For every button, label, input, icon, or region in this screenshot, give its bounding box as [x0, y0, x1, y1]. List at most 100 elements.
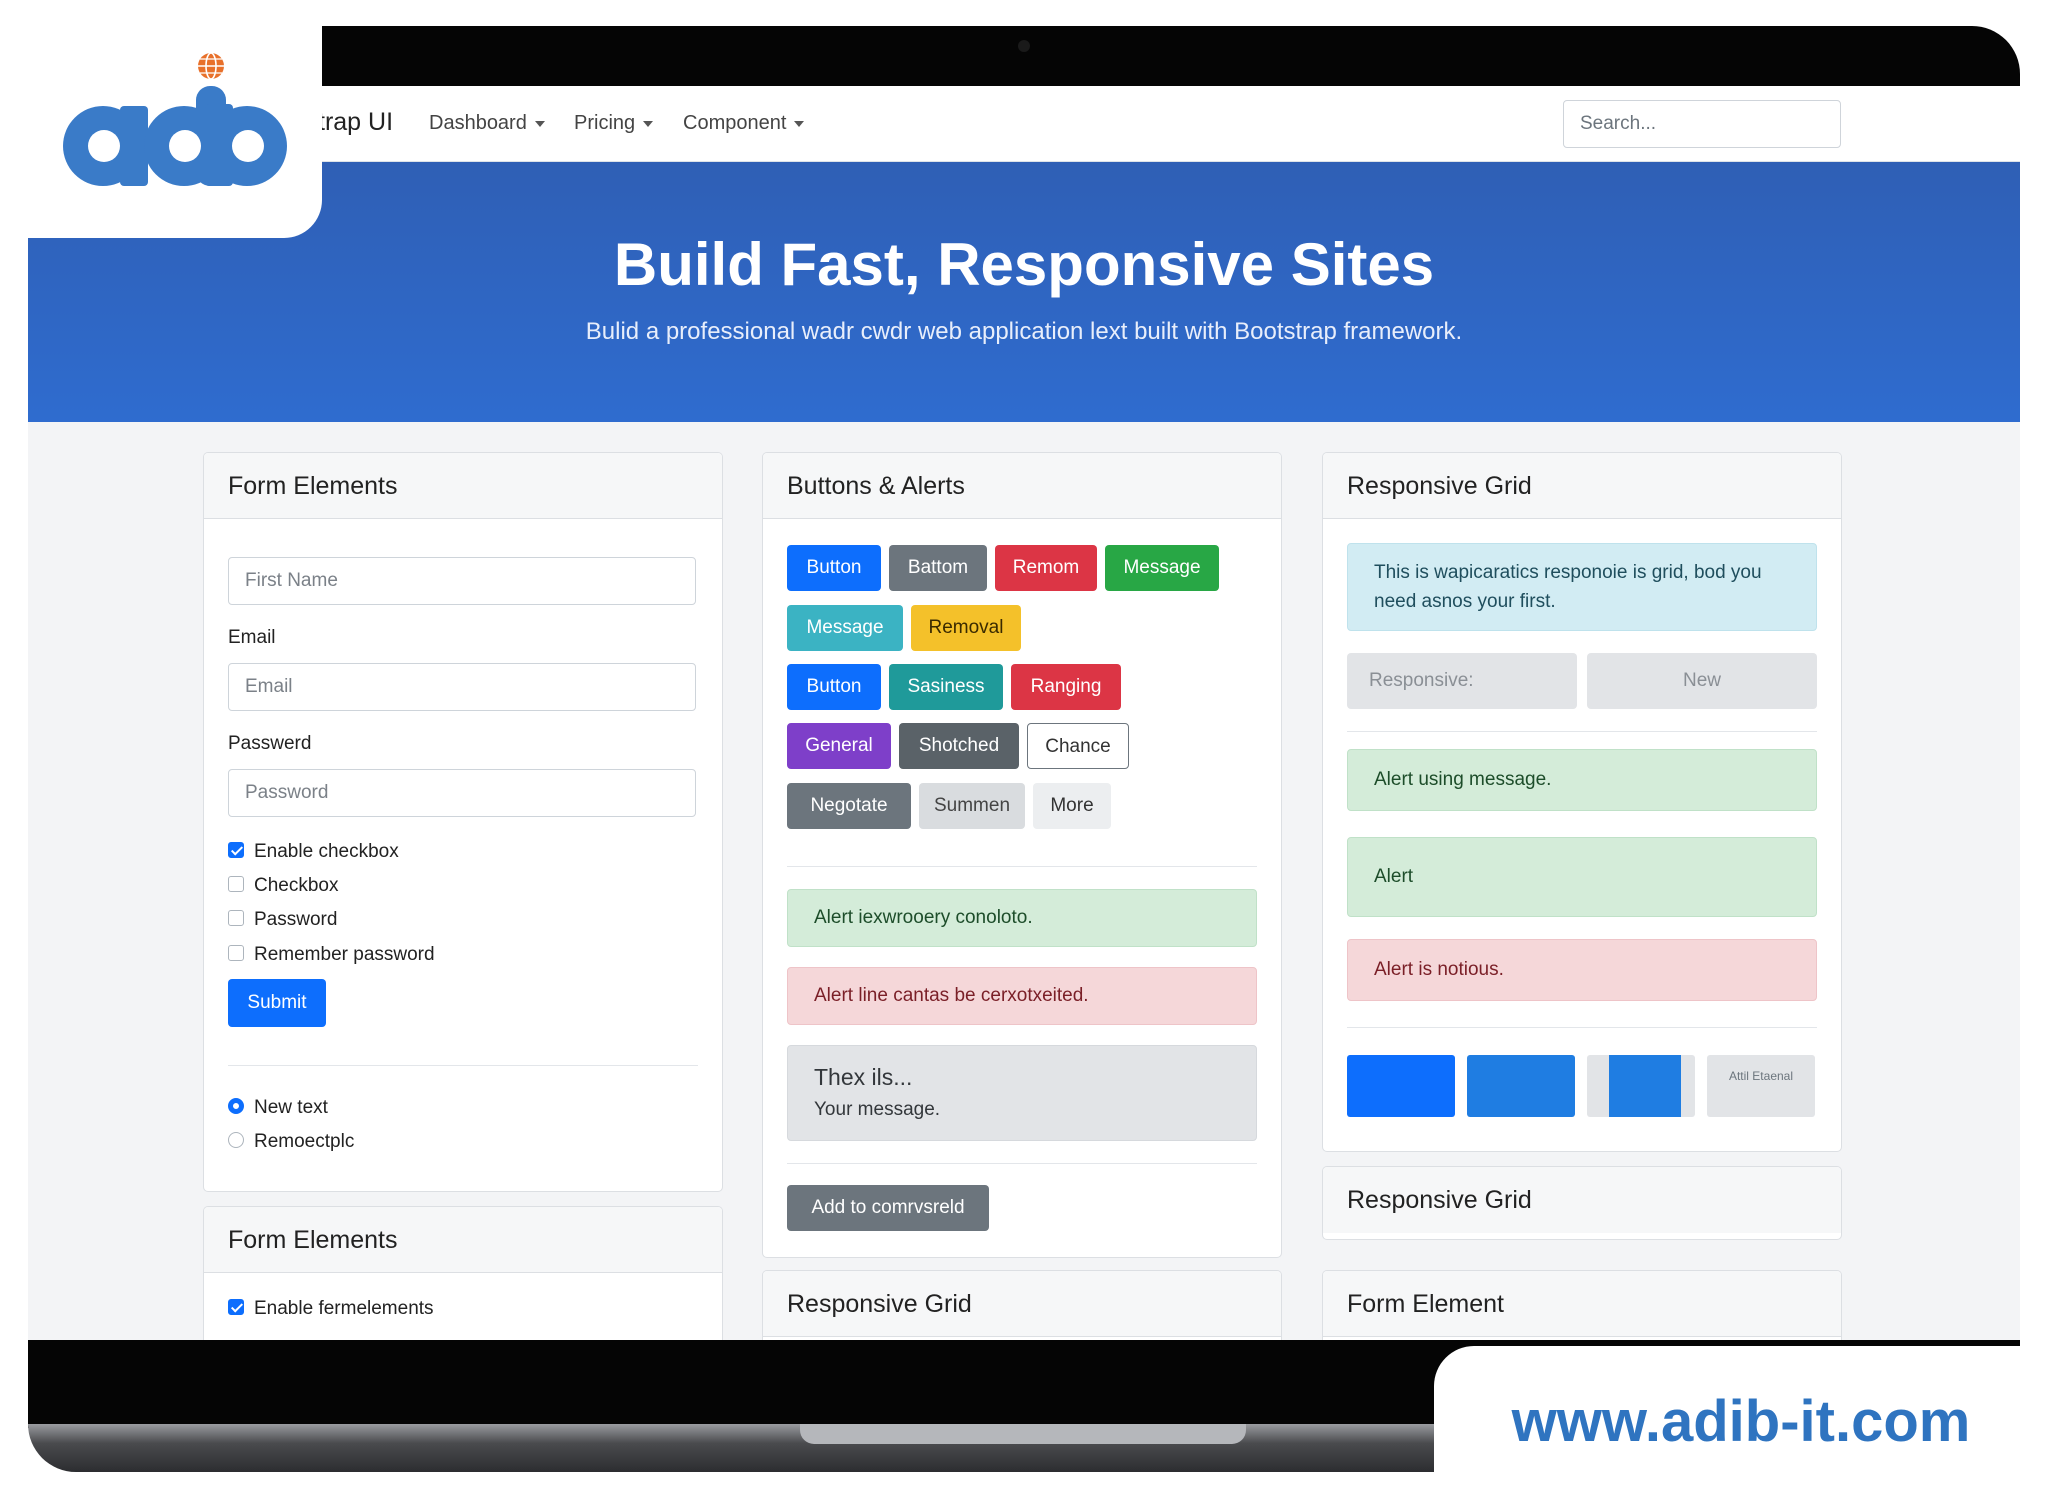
button-outline[interactable]: Chance	[1027, 723, 1129, 769]
hero-banner: Build Fast, Responsive Sites Bulid a pro…	[28, 162, 2020, 422]
first-name-input[interactable]	[228, 557, 696, 605]
laptop-screen: trap UI Dashboard Pricing Component Buil…	[28, 86, 2020, 1340]
form-element-card: Form Element	[1322, 1270, 1842, 1340]
logo-panel: adb	[0, 0, 322, 238]
alert-secondary: Thex ils... Your message.	[787, 1045, 1257, 1141]
button-purple[interactable]: General	[787, 723, 891, 769]
grid-card-title: Responsive Grid	[1323, 453, 1841, 519]
navbar-brand[interactable]: trap UI	[318, 108, 394, 136]
search-input[interactable]	[1563, 100, 1841, 148]
checkbox-enable-fermelements[interactable]: Enable fermelements	[228, 1297, 434, 1321]
form-divider	[228, 1065, 698, 1066]
buttons-divider	[787, 866, 1257, 867]
button-dark[interactable]: Shotched	[899, 723, 1019, 769]
checkbox-label: Enable fermelements	[254, 1298, 434, 1319]
checkbox-enable[interactable]: Enable checkbox	[228, 840, 399, 864]
form-elements-card-2: Form Elements Enable fermelements	[203, 1206, 723, 1340]
grid-card-title: Responsive Grid	[1323, 1167, 1841, 1233]
password-input[interactable]	[228, 769, 696, 817]
button-success[interactable]: Message	[1105, 545, 1219, 591]
button-warning[interactable]: Removal	[911, 605, 1021, 651]
alerts-divider	[787, 1163, 1257, 1164]
button-primary-2[interactable]: Button	[787, 664, 881, 710]
nav-dashboard[interactable]: Dashboard	[429, 112, 545, 135]
caret-down-icon	[534, 120, 545, 127]
checkbox-label: Checkbox	[254, 875, 339, 896]
submit-button[interactable]: Submit	[228, 979, 326, 1027]
button-danger-2[interactable]: Ranging	[1011, 664, 1121, 710]
radio-empty-icon	[228, 1131, 244, 1148]
grid-tile[interactable]	[1347, 1055, 1455, 1117]
alert-secondary-body: Your message.	[814, 1099, 941, 1120]
laptop-bezel-top	[28, 26, 2020, 86]
caret-down-icon	[794, 120, 805, 127]
caret-down-icon	[643, 120, 654, 127]
button-teal[interactable]: Sasiness	[889, 664, 1003, 710]
grid-tile[interactable]	[1467, 1055, 1575, 1117]
form-card-title: Form Elements	[204, 453, 722, 519]
globe-icon	[198, 52, 224, 80]
checkbox-checked-icon	[228, 841, 244, 858]
password-label: Passwerd	[228, 733, 312, 754]
button-danger[interactable]: Remom	[995, 545, 1097, 591]
grid-alert-danger: Alert is notious.	[1347, 939, 1817, 1001]
radio-label: New text	[254, 1097, 328, 1118]
email-label: Email	[228, 627, 276, 648]
checkbox-empty-icon	[228, 944, 244, 961]
radio-label: Remoectplc	[254, 1131, 355, 1152]
checkbox-checkbox[interactable]: Checkbox	[228, 874, 339, 898]
checkbox-label: Remember password	[254, 944, 435, 965]
add-to-button[interactable]: Add to comrvsreld	[787, 1185, 989, 1231]
nav-pricing-label: Pricing	[574, 112, 636, 134]
grid-divider-2	[1347, 1027, 1817, 1028]
website-url[interactable]: www.adib-it.com	[1511, 1389, 1971, 1454]
checkbox-empty-icon	[228, 909, 244, 926]
alert-success: Alert iexwrooery conoloto.	[787, 889, 1257, 947]
buttons-alerts-card: Buttons & Alerts Button Battom Remom Mes…	[762, 452, 1282, 1258]
button-secondary[interactable]: Battom	[889, 545, 987, 591]
grid-alert-success-2: Alert	[1347, 837, 1817, 917]
button-more[interactable]: More	[1033, 783, 1111, 829]
alert-secondary-title: Thex ils...	[814, 1064, 913, 1090]
grid-tile-label: Attil Etaenal	[1707, 1055, 1815, 1117]
radio-new-text[interactable]: New text	[228, 1096, 328, 1120]
checkbox-empty-icon	[228, 875, 244, 892]
info-alert: This is wapicaratics responoie is grid, …	[1347, 543, 1817, 631]
hero-title: Build Fast, Responsive Sites	[613, 231, 1435, 298]
grid-tile-frame	[1587, 1055, 1695, 1117]
navbar: trap UI Dashboard Pricing Component	[28, 86, 2020, 162]
grid-divider	[1347, 731, 1817, 732]
button-info[interactable]: Message	[787, 605, 903, 651]
grid-tile[interactable]	[1609, 1055, 1681, 1117]
form-elements-card: Form Elements Email Passwerd Enable chec…	[203, 452, 723, 1192]
buttons-card-title: Buttons & Alerts	[763, 453, 1281, 519]
alert-danger: Alert line cantas be cerxotxeited.	[787, 967, 1257, 1025]
checkbox-label: Password	[254, 909, 338, 930]
grid-alert-success: Alert using message.	[1347, 749, 1817, 811]
nav-component[interactable]: Component	[683, 112, 805, 135]
hero-subtitle: Bulid a professional wadr cwdr web appli…	[585, 318, 1463, 345]
button-light[interactable]: Summen	[919, 783, 1025, 829]
responsive-grid-card-2: Responsive Grid	[762, 1270, 1282, 1340]
responsive-grid-card-3: Responsive Grid	[1322, 1166, 1842, 1240]
nav-pricing[interactable]: Pricing	[574, 112, 654, 135]
button-primary[interactable]: Button	[787, 545, 881, 591]
checkbox-password[interactable]: Password	[228, 908, 337, 932]
responsive-grid-card: Responsive Grid This is wapicaratics res…	[1322, 452, 1842, 1152]
form-card2-title: Form Elements	[204, 1207, 722, 1273]
grid-card-title: Responsive Grid	[763, 1271, 1281, 1337]
checkbox-label: Enable checkbox	[254, 841, 399, 862]
logo-text: adb	[0, 0, 2, 1]
adb-logo: adb	[0, 0, 287, 186]
checkbox-remember[interactable]: Remember password	[228, 943, 435, 967]
nav-component-label: Component	[683, 112, 787, 134]
email-input[interactable]	[228, 663, 696, 711]
radio-remoectplc[interactable]: Remoectplc	[228, 1130, 354, 1154]
grid-cell-new: New	[1587, 653, 1817, 709]
button-gray[interactable]: Negotate	[787, 783, 911, 829]
radio-selected-icon	[228, 1097, 244, 1114]
form-element-title: Form Element	[1323, 1271, 1841, 1337]
checkbox-checked-icon	[228, 1298, 244, 1315]
laptop-base-notch	[800, 1424, 1246, 1444]
